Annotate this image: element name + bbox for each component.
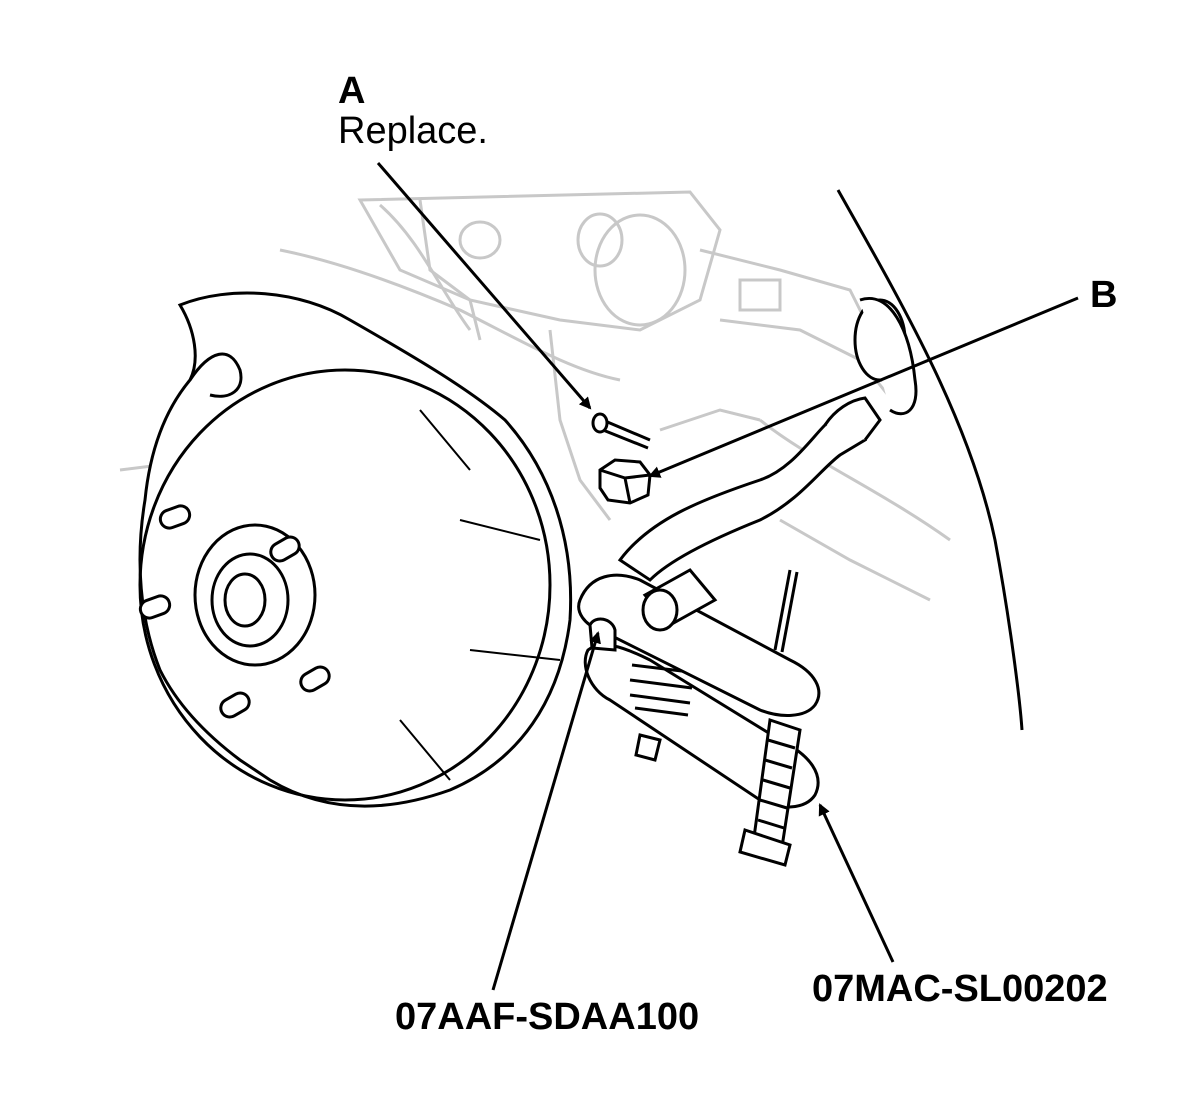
leader-b: [648, 296, 1079, 478]
fender-outline: [836, 189, 1024, 731]
leader-a: [376, 162, 592, 410]
leader-separator: [491, 631, 601, 991]
leader-lines: [376, 162, 1079, 991]
castle-nut: [598, 458, 652, 505]
brake-disc-assembly: [138, 291, 573, 808]
tool-label-separator: 07AAF-SDAA100: [395, 996, 700, 1038]
callout-b-letter: B: [1090, 274, 1118, 316]
ball-joint-remover-tool: [577, 568, 821, 867]
wheel-studs: [138, 504, 331, 719]
callout-a-note: Replace.: [338, 110, 488, 152]
leader-remover: [818, 803, 895, 963]
callout-a-letter: A: [338, 70, 366, 112]
cotter-pin: [591, 412, 651, 450]
tool-label-remover: 07MAC-SL00202: [812, 968, 1108, 1010]
tie-rod: [617, 297, 918, 582]
